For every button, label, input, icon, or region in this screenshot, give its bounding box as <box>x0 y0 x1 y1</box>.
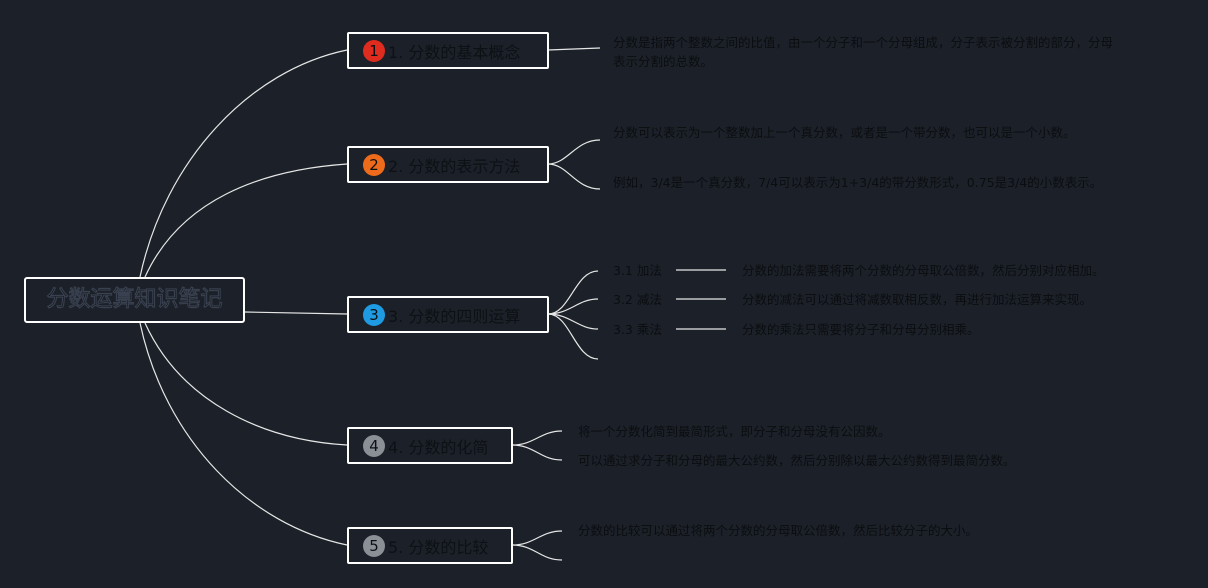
topic-5-note-1[interactable]: 分数的比较可以通过将两个分数的分母取公倍数，然后比较分子的大小。 <box>578 523 979 538</box>
link-root-topic-5 <box>139 322 348 546</box>
topic-1-label: 1. 分数的基本概念 <box>388 42 521 62</box>
priority-4-icon: 4 <box>363 434 385 457</box>
topic-5-label: 5. 分数的比较 <box>388 537 489 557</box>
topic-4-node[interactable]: 4 4. 分数的化简 <box>347 427 513 464</box>
topic-2-note-2[interactable]: 例如，3/4是一个真分数，7/4可以表示为1+3/4的带分数形式，0.75是3/… <box>613 175 1103 190</box>
priority-5-icon: 5 <box>363 534 385 557</box>
subtopic-3-1-note[interactable]: 分数的加法需要将两个分数的分母取公倍数，然后分别对应相加。 <box>742 263 1105 278</box>
link-root-topic-4 <box>144 322 348 446</box>
topic-2-label: 2. 分数的表示方法 <box>388 156 521 176</box>
subtopic-3-3-label[interactable]: 3.3 乘法 <box>613 322 662 337</box>
root-node[interactable]: 分数运算知识笔记 <box>24 277 245 323</box>
link-topic-5-note-1 <box>511 530 563 546</box>
priority-2-icon: 2 <box>363 153 385 176</box>
link-topic-5-note-2 <box>511 544 563 561</box>
topic-1-note[interactable]: 分数是指两个整数之间的比值，由一个分子和一个分母组成，分子表示被分割的部分，分母… <box>613 35 1114 69</box>
subtopic-3-3-note[interactable]: 分数的乘法只需要将分子和分母分别相乘。 <box>742 322 980 337</box>
link-topic-3-sub-4 <box>547 313 599 360</box>
topic-4-note-1[interactable]: 将一个分数化简到最简形式，即分子和分母没有公因数。 <box>578 424 891 439</box>
topic-4-note-2[interactable]: 可以通过求分子和分母的最大公约数，然后分别除以最大公约数得到最简分数。 <box>578 453 1016 468</box>
subtopic-3-2-note[interactable]: 分数的减法可以通过将减数取相反数，再进行加法运算来实现。 <box>742 292 1093 307</box>
link-topic-2-note-2 <box>547 163 601 190</box>
link-root-topic-1 <box>139 49 348 278</box>
topic-4-label: 4. 分数的化简 <box>388 437 489 457</box>
subtopic-3-2-label[interactable]: 3.2 减法 <box>613 292 662 307</box>
link-topic-1-note <box>547 47 601 51</box>
topic-5-node[interactable]: 5 5. 分数的比较 <box>347 527 513 564</box>
link-root-topic-3 <box>244 311 348 315</box>
topic-3-node[interactable]: 3 3. 分数的四则运算 <box>347 296 549 333</box>
link-topic-3-sub-1 <box>547 270 599 315</box>
topic-3-label: 3. 分数的四则运算 <box>388 306 521 326</box>
link-topic-4-note-1 <box>511 430 563 446</box>
link-root-topic-2 <box>144 163 348 278</box>
topic-2-node[interactable]: 2 2. 分数的表示方法 <box>347 146 549 183</box>
priority-3-icon: 3 <box>363 303 385 326</box>
topic-2-note-1[interactable]: 分数可以表示为一个整数加上一个真分数，或者是一个带分数，也可以是一个小数。 <box>613 125 1076 140</box>
link-topic-3-sub-2 <box>547 298 599 315</box>
topic-1-node[interactable]: 1 1. 分数的基本概念 <box>347 32 549 69</box>
link-topic-2-note-1 <box>547 139 601 165</box>
priority-1-icon: 1 <box>363 39 385 62</box>
subtopic-3-1-label[interactable]: 3.1 加法 <box>613 263 662 278</box>
link-topic-4-note-2 <box>511 444 563 461</box>
